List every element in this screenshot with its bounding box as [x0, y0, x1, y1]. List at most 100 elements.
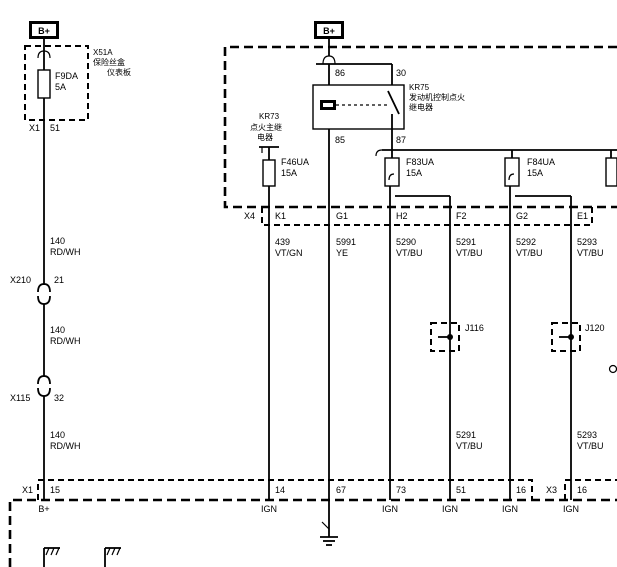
wire-140-circuit-3: 140	[50, 430, 65, 440]
relay-kr73-name-1: 点火主继	[250, 122, 282, 132]
inline-connector-x115-top	[37, 375, 51, 385]
relay-kr75-pin-87: 87	[396, 135, 406, 145]
wire-5290-color: VT/BU	[396, 248, 423, 258]
fuse-box-name-2: 仪表板	[107, 67, 131, 77]
bottom-pin-73: 73	[396, 485, 406, 495]
connector-x4-pin-g2: G2	[516, 211, 528, 221]
wire-140-circuit-2: 140	[50, 325, 65, 335]
bottom-module-outline	[8, 498, 617, 567]
splice-j120-outline	[551, 322, 581, 352]
wire-5293-circuit: 5293	[577, 237, 597, 247]
bottom-signal-ign-2: IGN	[382, 504, 398, 514]
connector-x4-pin-e1: E1	[577, 211, 588, 221]
wire-5291-lower-color: VT/BU	[456, 441, 483, 451]
fuse-f46ua-rating: 15A	[281, 168, 297, 178]
wire-140-color-1: RD/WH	[50, 247, 81, 257]
bottom-pin-14: 14	[275, 485, 285, 495]
connector-x4-ref: X4	[244, 211, 255, 221]
wire-140-circuit-1: 140	[50, 236, 65, 246]
wire-5293-lower-circuit: 5293	[577, 430, 597, 440]
power-source-right: B+	[314, 21, 344, 39]
relay-kr75-name-2: 继电器	[409, 102, 433, 112]
power-label-right: B+	[323, 26, 335, 36]
relay-kr73-name-2: 电器	[257, 132, 273, 142]
bottom-signal-bplus: B+	[38, 504, 49, 514]
connector-x3-outline	[564, 479, 617, 500]
splice-j116-ref: J116	[465, 323, 484, 333]
inline-connector-x115-pin: 32	[54, 393, 64, 403]
wire-5991-circuit: 5991	[336, 237, 356, 247]
bottom-signal-ign-1: IGN	[261, 504, 277, 514]
wire-5292-circuit: 5292	[516, 237, 536, 247]
fuse-f84ua-symbol	[504, 157, 520, 187]
wire-5991-color: YE	[336, 248, 348, 258]
connector-x3-ref: X3	[546, 485, 557, 495]
connector-x1-top-pin: 51	[50, 123, 60, 133]
bottom-signal-ign-3: IGN	[442, 504, 458, 514]
wire-5293-color: VT/BU	[577, 248, 604, 258]
fuse-f46ua-name: F46UA	[281, 157, 309, 167]
inline-connector-x210-bottom	[37, 295, 51, 305]
relay-kr75-contact	[387, 90, 400, 115]
fuse-clip-left	[37, 50, 51, 59]
connector-x4-pin-k1: K1	[275, 211, 286, 221]
relay-kr75-name-1: 发动机控制点火	[409, 92, 465, 102]
fuse-box-right-outline	[223, 45, 617, 209]
relay-kr75-pin-85: 85	[335, 135, 345, 145]
connector-x4-pin-f2: F2	[456, 211, 467, 221]
off-page-marker	[608, 364, 617, 374]
fuse-box-name-1: 保险丝盒	[93, 57, 125, 67]
wire-5290-circuit: 5290	[396, 237, 416, 247]
fuse-f46ua-symbol	[262, 159, 276, 187]
fuse-f83ua-rating: 15A	[406, 168, 422, 178]
inline-connector-x115-ref: X115	[10, 393, 30, 403]
connector-x1-bottom-ref: X1	[22, 485, 33, 495]
fuse-f9da-symbol	[37, 69, 51, 99]
relay-kr73-ref: KR73	[259, 112, 280, 121]
inline-connector-x210-pin: 21	[54, 275, 64, 285]
fuse-box-ref: X51A	[93, 48, 113, 57]
bottom-signal-ign-5: IGN	[563, 504, 579, 514]
connector-x4-outline	[261, 207, 593, 226]
wire-5291-circuit: 5291	[456, 237, 476, 247]
relay-kr75-pin-86: 86	[335, 68, 345, 78]
fuse-f83ua-symbol	[384, 157, 400, 187]
splice-j116-outline	[430, 322, 460, 352]
wire-140-color-2: RD/WH	[50, 336, 81, 346]
connector-x4-pin-h2: H2	[396, 211, 408, 221]
bottom-pin-51: 51	[456, 485, 466, 495]
bottom-pin-15: 15	[50, 485, 60, 495]
connector-x4-pin-g1: G1	[336, 211, 348, 221]
wire-439-color: VT/GN	[275, 248, 303, 258]
chassis-ground-icon-2	[104, 547, 121, 567]
relay-input-clip	[322, 55, 336, 65]
fuse-f83ua-name: F83UA	[406, 157, 434, 167]
fuse-f84ua-rating: 15A	[527, 168, 543, 178]
chassis-ground-icon-1	[43, 547, 60, 567]
power-label-left: B+	[38, 26, 50, 36]
power-source-left: B+	[29, 21, 59, 39]
bottom-pin-67: 67	[336, 485, 346, 495]
wire-5293-lower-color: VT/BU	[577, 441, 604, 451]
fuse-box-outline	[24, 45, 89, 121]
wire-5291-color: VT/BU	[456, 248, 483, 258]
fuse-partial-edge	[605, 157, 617, 187]
splice-j120-ref: J120	[585, 323, 605, 333]
bottom-signal-ign-4: IGN	[502, 504, 518, 514]
wire-5292-color: VT/BU	[516, 248, 543, 258]
fuse-f9da-rating: 5A	[55, 82, 66, 92]
wire-5291-lower-circuit: 5291	[456, 430, 476, 440]
bottom-pin-16a: 16	[516, 485, 526, 495]
fuse-f84ua-name: F84UA	[527, 157, 555, 167]
inline-connector-x115-bottom	[37, 387, 51, 397]
wire-140-color-3: RD/WH	[50, 441, 81, 451]
connector-x1-bottom-outline	[37, 479, 533, 500]
wire-439-circuit: 439	[275, 237, 290, 247]
bottom-pin-16b: 16	[577, 485, 587, 495]
inline-connector-x210-ref: X210	[10, 275, 31, 285]
ground-icon	[320, 520, 338, 546]
fuse-f9da-name: F9DA	[55, 71, 78, 81]
relay-kr75-ref: KR75	[409, 83, 430, 92]
relay-kr75-pin-30: 30	[396, 68, 406, 78]
